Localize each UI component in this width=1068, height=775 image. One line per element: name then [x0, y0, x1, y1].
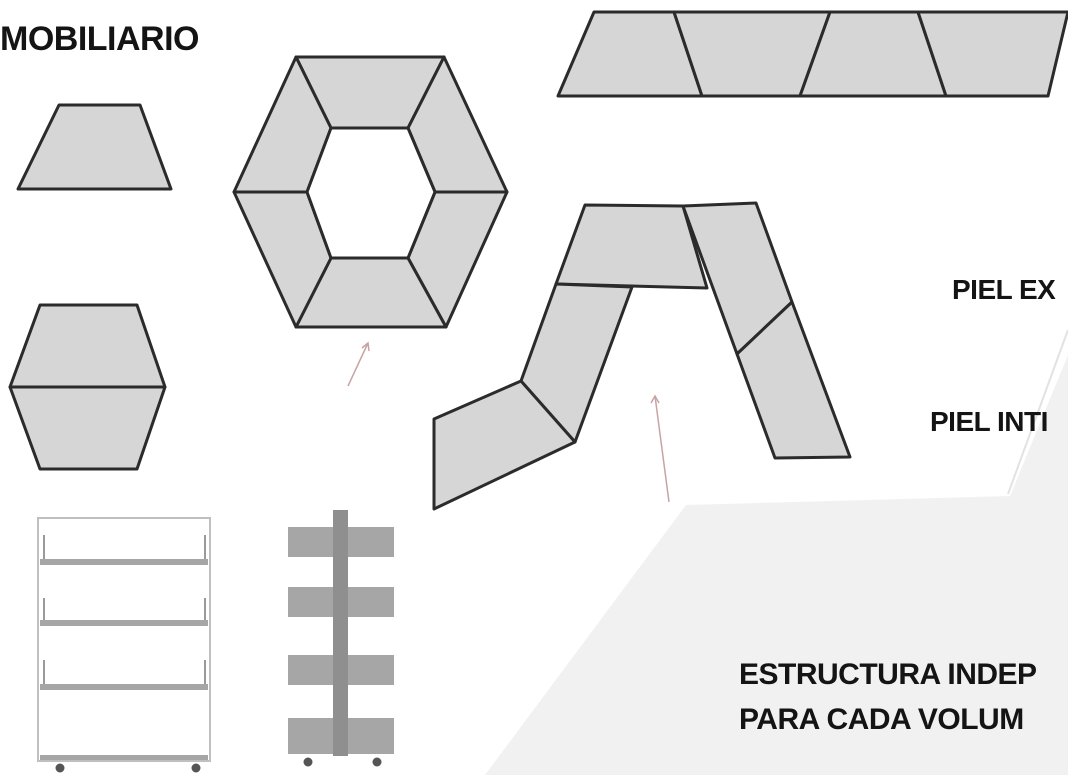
center-post: [333, 510, 348, 756]
zigzag-panel-right-lower: [735, 300, 852, 460]
hexagon-upper-half: [8, 303, 167, 389]
strip-panel-4: [916, 10, 1068, 98]
shelf-board-1: [40, 559, 208, 565]
ring-center-hole: [305, 126, 437, 260]
caster-wheel: [372, 757, 382, 767]
zigzag-panel-top: [554, 203, 709, 290]
shelving-unit-side: [288, 510, 394, 767]
arrow-to-ring-head: [361, 341, 370, 352]
annotation-arrows: [347, 341, 670, 503]
caster-wheel: [191, 763, 201, 773]
hexagon-ring-module: [232, 55, 509, 329]
shelf-frame: [37, 517, 211, 762]
strip-module: [556, 10, 1068, 98]
caster-wheel: [303, 757, 313, 767]
shelving-unit-front: [37, 517, 211, 773]
shelf-board-2: [40, 620, 208, 626]
label-exterior-skin: PIEL EX: [952, 274, 1056, 305]
zigzag-module: [432, 201, 852, 511]
arrow-to-zigzag: [654, 395, 670, 503]
shelf-board-4: [40, 755, 208, 760]
shelf-board-3: [40, 684, 208, 690]
label-interior-skin: PIEL INTI: [930, 406, 1048, 437]
background-plane: [485, 355, 1068, 775]
label-structure-line-2: PARA CADA VOLUM: [739, 703, 1024, 736]
zigzag-panel-left-lower: [432, 379, 577, 511]
hexagon-lower-half: [8, 385, 167, 471]
trapezoid-module: [16, 103, 173, 191]
plane-edge-line: [1007, 329, 1068, 495]
arrow-to-zigzag-head: [650, 394, 660, 404]
section-title: MOBILIARIO: [0, 20, 199, 58]
label-structure-line-1: ESTRUCTURA INDEP: [739, 658, 1037, 691]
caster-wheel: [55, 763, 65, 773]
arrow-to-ring: [347, 342, 369, 387]
hexagon-module: [8, 303, 167, 471]
